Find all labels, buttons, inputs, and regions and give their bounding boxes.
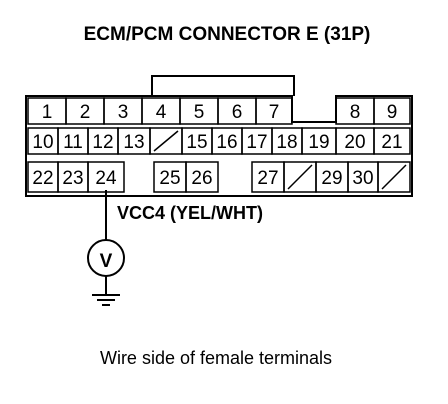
diagram-title: ECM/PCM CONNECTOR E (31P) [84, 24, 371, 45]
terminal-label: 27 [257, 168, 278, 189]
signal-label: VCC4 (YEL/WHT) [117, 203, 263, 223]
terminal-label: 11 [63, 132, 83, 153]
terminal-label: 30 [352, 168, 373, 189]
terminal-label: 19 [308, 132, 329, 153]
terminal-label: 8 [350, 102, 361, 123]
terminal-row-2: 10 11 12 13 15 16 17 18 19 20 21 [27, 127, 411, 155]
diagram-caption: Wire side of female terminals [100, 348, 332, 368]
terminal-label: 18 [276, 132, 297, 153]
terminal-label: 6 [232, 102, 243, 123]
terminal-label: 22 [32, 168, 53, 189]
terminal-label: 1 [42, 102, 53, 123]
terminal-label: 3 [118, 102, 129, 123]
terminal-label: 7 [269, 102, 280, 123]
terminal-cell [373, 97, 411, 125]
terminal-label: 15 [186, 132, 207, 153]
terminal-label: 25 [159, 168, 180, 189]
unused-terminal-slash [153, 130, 179, 152]
terminal-label: 17 [246, 132, 267, 153]
terminal-label: 4 [156, 102, 167, 123]
terminal-row-3: 22 23 24 25 26 27 29 30 [27, 161, 411, 193]
unused-terminal-slash [381, 164, 407, 190]
terminal-label: 16 [216, 132, 237, 153]
terminal-label: 13 [123, 132, 144, 153]
voltmeter-symbol: V [100, 251, 113, 272]
terminal-label: 2 [80, 102, 91, 123]
terminal-label: 10 [32, 132, 53, 153]
terminal-label: 23 [62, 168, 83, 189]
connector-latch [151, 75, 295, 96]
terminal-label: 26 [191, 168, 212, 189]
terminal-label: 20 [344, 132, 365, 153]
terminal-cell [185, 161, 219, 193]
terminal-row-1: 1 2 3 4 5 6 7 8 9 [27, 97, 411, 125]
unused-terminal-slash [287, 164, 313, 190]
terminal-label: 9 [387, 102, 398, 123]
ground-icon [92, 294, 120, 306]
terminal-cell [373, 127, 411, 155]
terminal-label: 29 [321, 168, 342, 189]
terminal-cell [255, 97, 293, 125]
terminal-label: 12 [92, 132, 113, 153]
terminal-label: 5 [194, 102, 205, 123]
terminal-cell [377, 161, 411, 193]
probed-terminal-label: 24 [95, 168, 117, 189]
terminal-label: 21 [381, 132, 402, 153]
